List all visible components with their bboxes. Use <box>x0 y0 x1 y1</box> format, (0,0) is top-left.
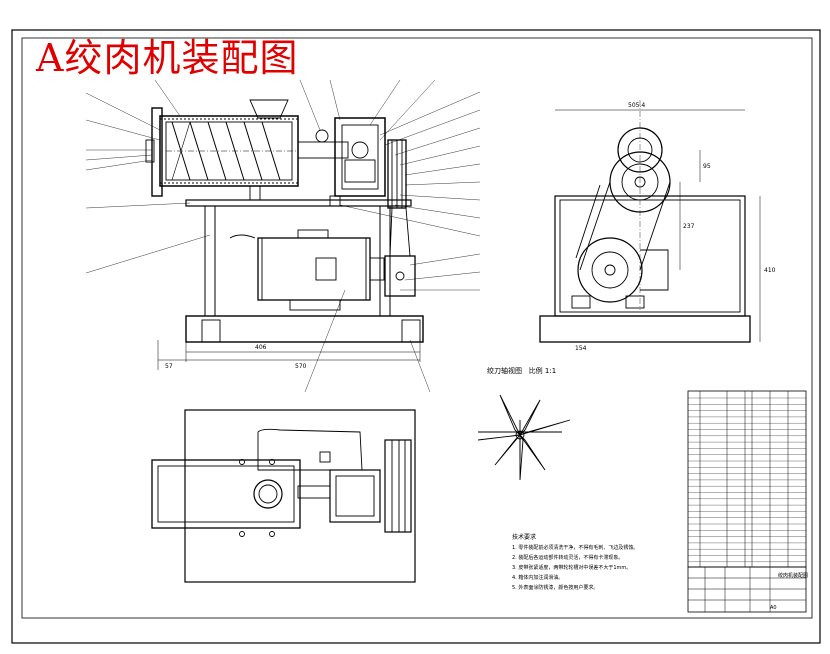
inner-border <box>21 37 813 619</box>
notes-title: 技术要求 <box>512 534 537 541</box>
parts-list <box>687 390 807 568</box>
note-item: 2. 装配后各运动部件转动灵活，不得有卡滞现象。 <box>512 555 624 561</box>
dim-motor-center: 237 <box>683 223 695 230</box>
dim-front-width: 406 <box>255 344 267 351</box>
top-view <box>151 409 416 583</box>
note-item: 5. 外表面涂防锈漆，颜色按用户要求。 <box>512 585 599 591</box>
dim-pulley-center: 95 <box>703 163 711 170</box>
outer-border <box>11 29 821 644</box>
cutter-detail <box>477 394 571 481</box>
title-block-drawing-name: 绞肉机装配图 <box>778 572 808 579</box>
parts-list-rows <box>688 397 806 562</box>
leader-lines-left <box>85 79 436 274</box>
side-view <box>539 100 761 343</box>
drawing-title: A绞肉机装配图 <box>36 36 299 80</box>
dim-side-offset: 154 <box>575 345 587 352</box>
scale-label: 比例 1:1 <box>528 367 557 375</box>
cutter-detail-label: 绞刀轴视图 比例 1:1 <box>487 366 556 376</box>
note-item: 3. 皮带张紧适度，两带轮轮槽对中误差不大于1mm。 <box>512 565 632 571</box>
leader-lines-right <box>304 91 481 393</box>
front-view <box>145 99 424 370</box>
title-block-sheet: A0 <box>770 605 777 611</box>
dim-side-width: 505.4 <box>628 102 645 109</box>
title-block <box>687 566 807 613</box>
dim-front-offset: 57 <box>165 363 173 370</box>
dim-side-height: 410 <box>764 267 776 274</box>
note-item: 1. 零件装配前必须清洗干净，不得有毛刺、飞边及锈蚀。 <box>512 545 639 551</box>
note-item: 4. 箱体内加注润滑油。 <box>512 575 564 581</box>
technical-notes: 技术要求 1. 零件装配前必须清洗干净，不得有毛刺、飞边及锈蚀。 2. 装配后各… <box>512 533 682 593</box>
dim-front-total: 570 <box>295 363 307 370</box>
section-label: 绞刀轴视图 <box>487 367 522 375</box>
